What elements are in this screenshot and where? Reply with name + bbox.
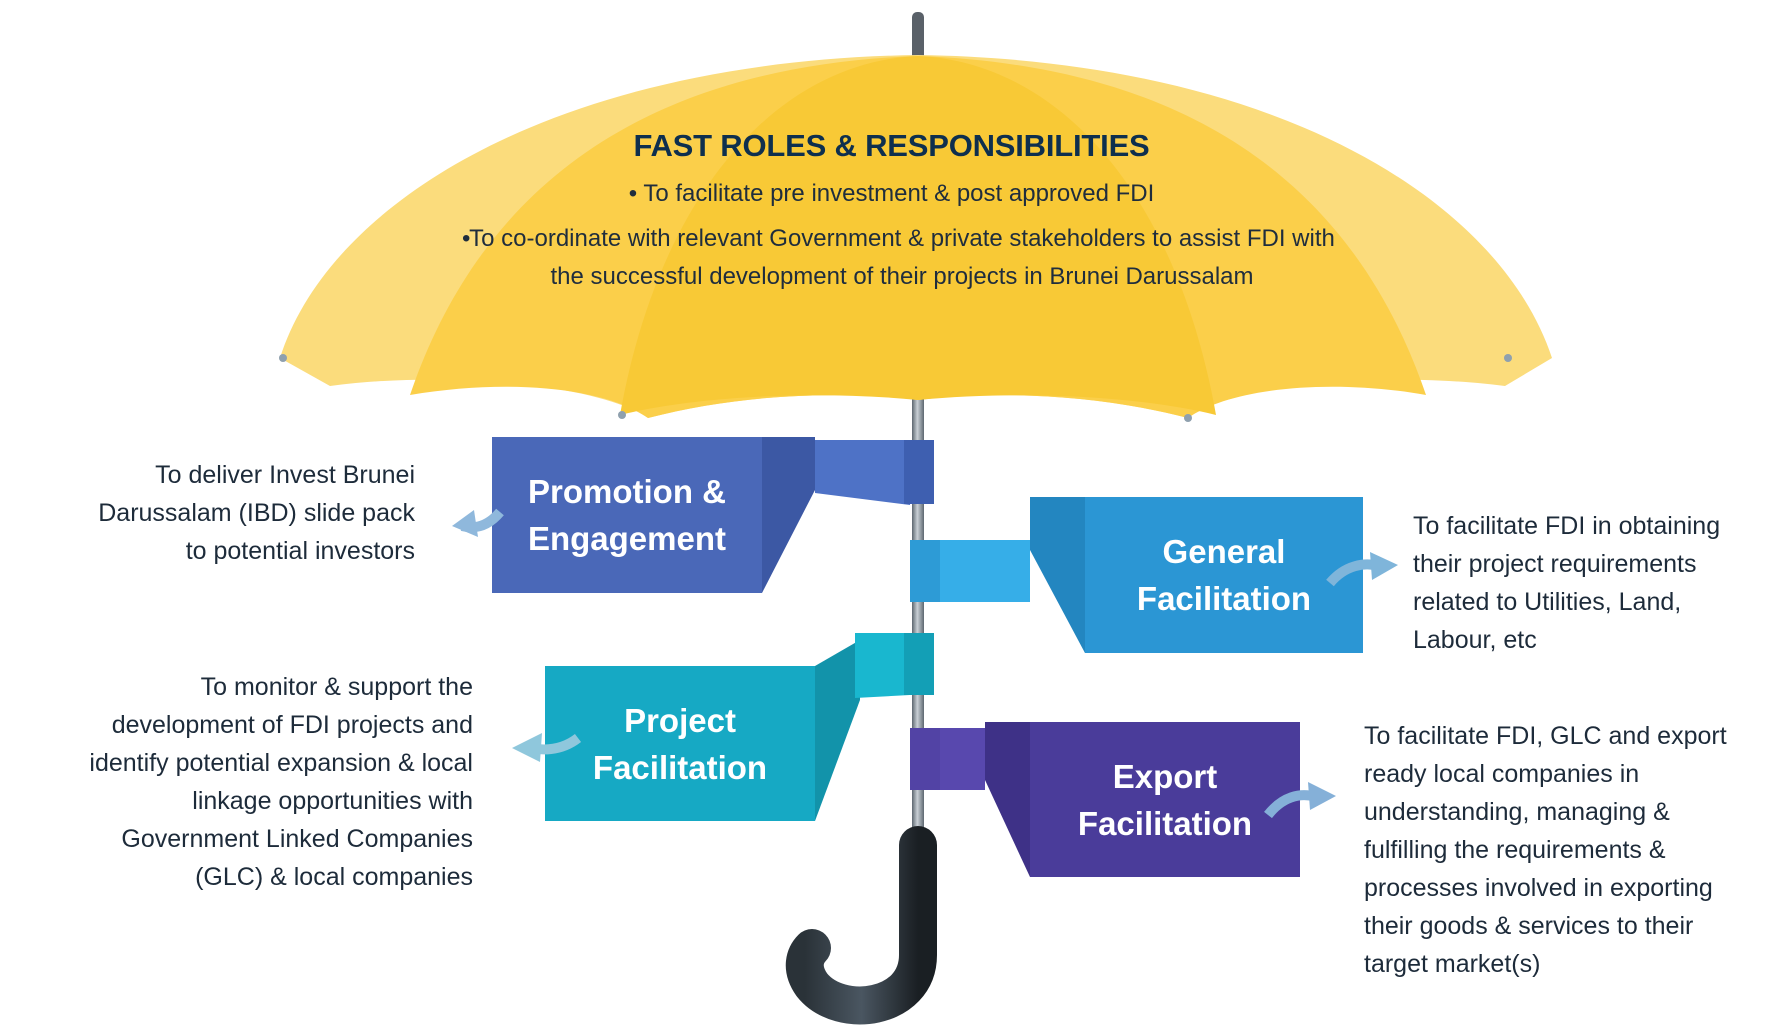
promotion-flag-label: Promotion & Engagement xyxy=(492,468,762,562)
flag-label-line: General xyxy=(1162,533,1286,570)
description-line: their goods & services to their xyxy=(1364,912,1694,940)
description-line: Government Linked Companies xyxy=(121,825,473,853)
bullet-text: To co-ordinate with relevant Government … xyxy=(469,225,1335,290)
description-line: (GLC) & local companies xyxy=(195,863,473,891)
project-flag-shape xyxy=(545,633,934,821)
export-flag-shape xyxy=(910,722,1300,877)
description-line: to potential investors xyxy=(185,537,415,565)
flag-label-line: Promotion & xyxy=(528,473,726,510)
description-line: To facilitate FDI in obtaining xyxy=(1413,512,1721,540)
umbrella-tip xyxy=(912,12,924,62)
description-line: Labour, etc xyxy=(1413,626,1537,654)
description-line: To monitor & support the xyxy=(200,673,473,701)
description-line: related to Utilities, Land, xyxy=(1413,588,1682,616)
general-description: To facilitate FDI in obtaining their pro… xyxy=(1413,507,1783,659)
export-description: To facilitate FDI, GLC and export ready … xyxy=(1364,717,1783,983)
description-line: development of FDI projects and xyxy=(111,711,473,739)
umbrella-handle xyxy=(785,826,937,1025)
bullet-item: • To facilitate pre investment & post ap… xyxy=(0,175,1783,213)
flag-label-line: Export xyxy=(1112,758,1218,795)
project-description: To monitor & support the development of … xyxy=(5,668,473,896)
description-line: ready local companies in xyxy=(1364,760,1640,788)
description-line: identify potential expansion & local xyxy=(89,749,473,777)
description-line: processes involved in exporting xyxy=(1364,874,1713,902)
flag-label-line: Facilitation xyxy=(1136,580,1312,617)
description-line: understanding, managing & xyxy=(1364,798,1670,826)
flag-label-line: Engagement xyxy=(527,520,727,557)
flag-label-line: Facilitation xyxy=(1077,805,1253,842)
description-line: linkage opportunities with xyxy=(192,787,473,815)
bullet-dot: • xyxy=(628,180,638,207)
bullet-item: • To co-ordinate with relevant Governmen… xyxy=(462,220,1342,296)
promotion-description: To deliver Invest Brunei Darussalam (IBD… xyxy=(20,456,415,570)
arrow-icon-project xyxy=(512,733,582,762)
page-title: FAST ROLES & RESPONSIBILITIES xyxy=(633,128,1150,163)
arrow-icon-promotion xyxy=(452,508,504,537)
general-flag-shape xyxy=(910,497,1363,653)
description-line: fulfilling the requirements & xyxy=(1364,836,1666,864)
arrow-icon-export xyxy=(1264,782,1336,819)
project-flag-label: Project Facilitation xyxy=(545,697,815,791)
description-line: target market(s) xyxy=(1364,950,1541,978)
umbrella-canopy xyxy=(279,55,1552,422)
general-flag-label: General Facilitation xyxy=(1085,528,1363,622)
export-flag-label: Export Facilitation xyxy=(1030,753,1300,847)
bullet-dot: • xyxy=(462,225,471,252)
flag-label-line: Facilitation xyxy=(592,749,768,786)
arrow-icon-general xyxy=(1326,552,1398,587)
description-line: Darussalam (IBD) slide pack xyxy=(98,499,415,527)
description-line: their project requirements xyxy=(1413,550,1697,578)
promotion-flag-shape xyxy=(492,437,934,593)
description-line: To facilitate FDI, GLC and export xyxy=(1364,722,1727,750)
description-line: To deliver Invest Brunei xyxy=(155,461,415,489)
bullet-text: To facilitate pre investment & post appr… xyxy=(643,180,1155,207)
flag-label-line: Project xyxy=(624,702,736,739)
